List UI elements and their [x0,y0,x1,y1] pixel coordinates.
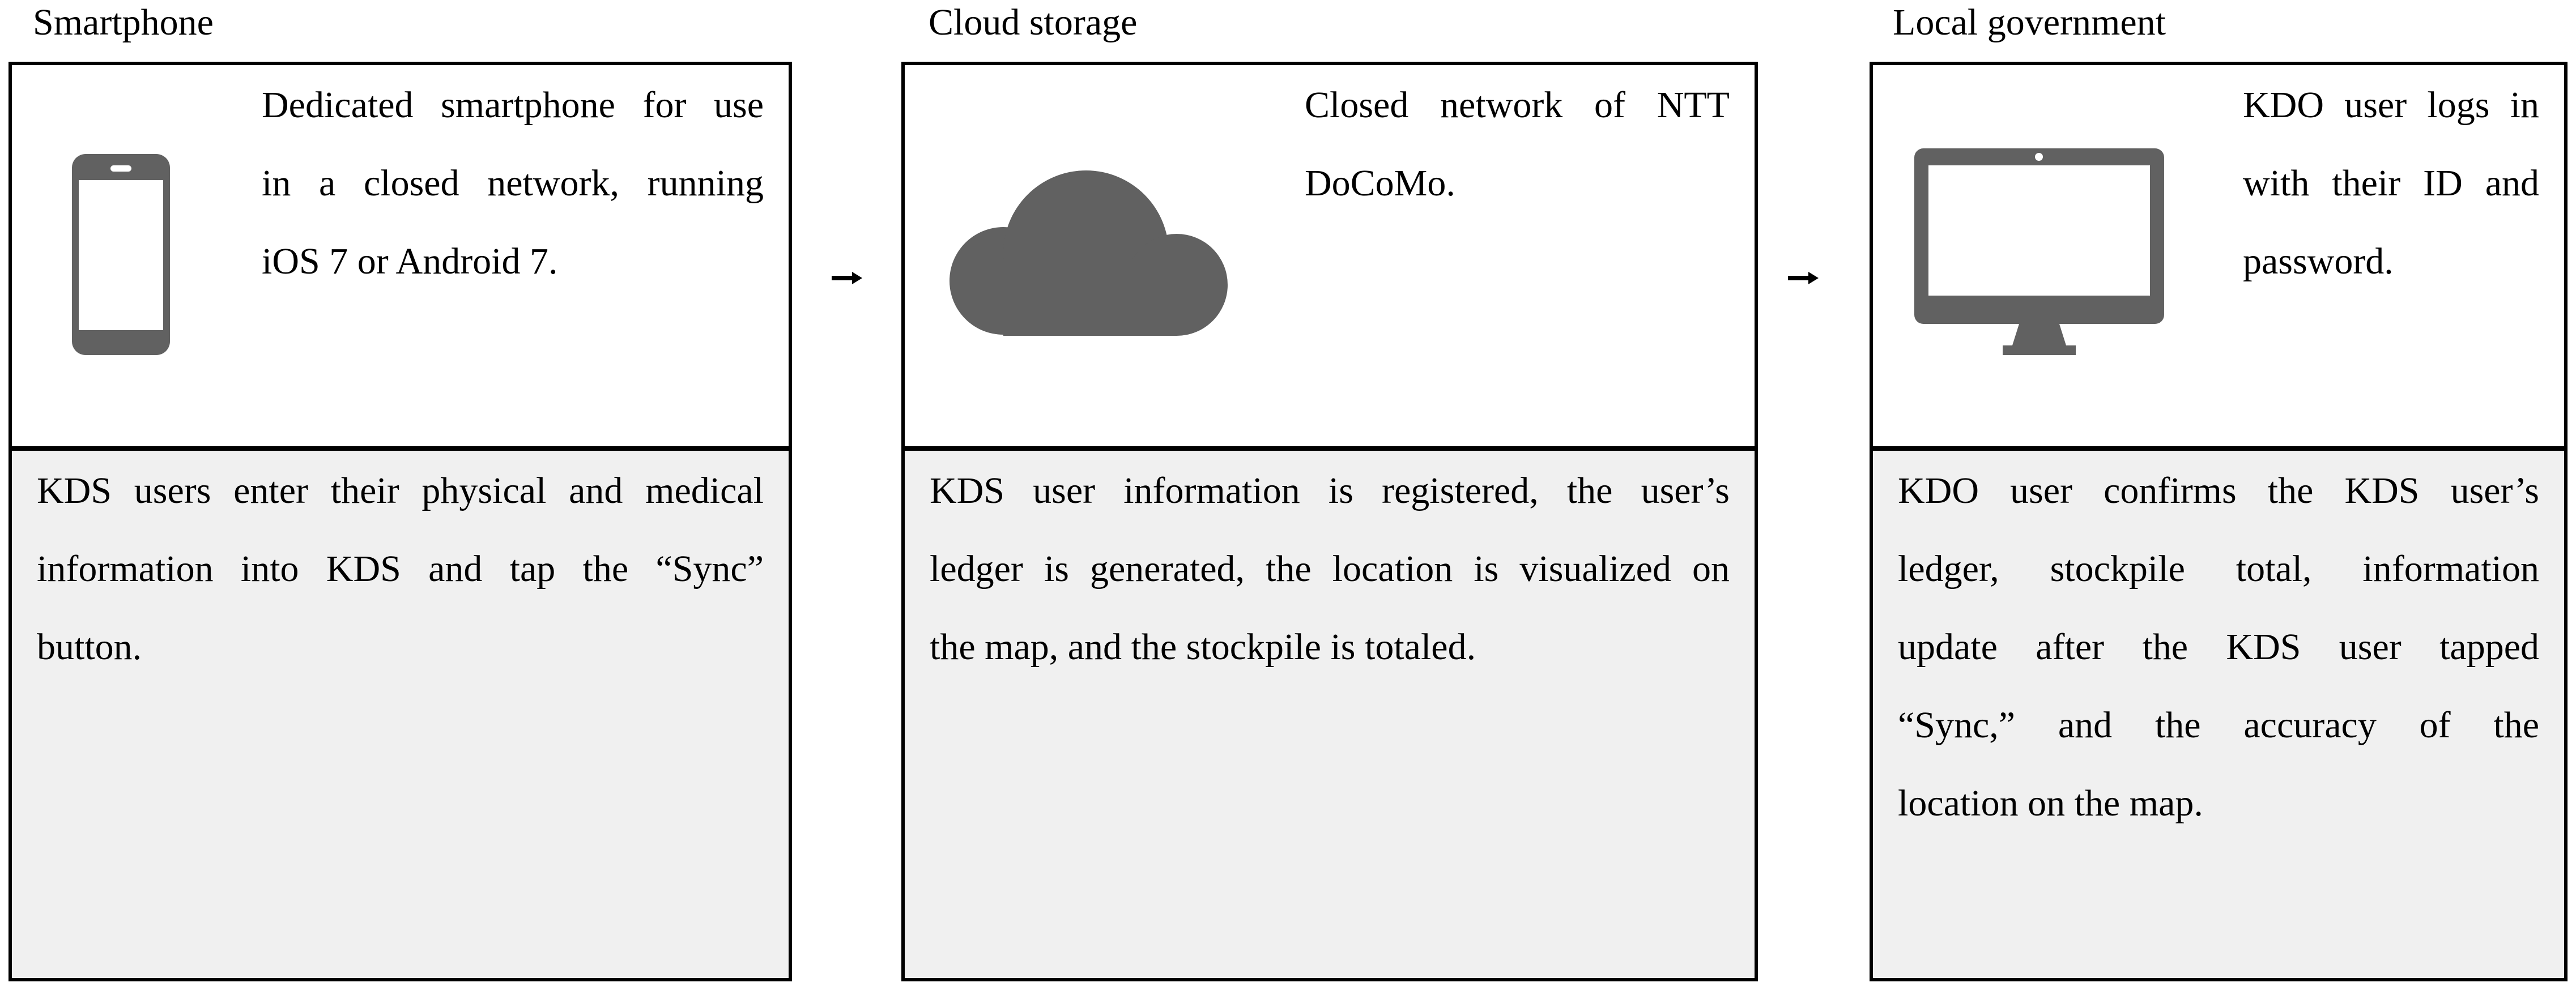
monitor-icon [1914,148,2164,365]
column-title-smartphone: Smartphone [33,2,214,43]
text-line: update after the KDS user tapped [1898,626,2539,668]
text-line: button. [37,626,142,668]
flow-box-local-government: KDO user logs in with their ID and passw… [1870,62,2568,981]
bottom-section: KDO user confirms the KDS user’s ledger,… [1873,446,2564,978]
column-title-local-government: Local government [1893,2,2166,43]
flow-arrow-icon [832,251,862,284]
text-line: the map, and the stockpile is totaled. [930,626,1476,668]
text-line: DoCoMo. [1305,163,1455,204]
bottom-section: KDS user information is registered, the … [905,446,1755,978]
top-section: Closed network of NTT DoCoMo. [905,65,1755,446]
top-section: KDO user logs in with their ID and passw… [1873,65,2564,446]
top-section: Dedicated smartphone for use in a closed… [12,65,789,446]
bottom-section: KDS users enter their physical and medic… [12,446,789,978]
top-description: Closed network of NTT DoCoMo. [1305,66,1730,223]
column-title-cloud-storage: Cloud storage [929,2,1138,43]
text-line: information into KDS and tap the “Sync” [37,548,764,590]
text-line: KDS user information is registered, the … [930,470,1730,511]
text-line: “Sync,” and the accuracy of the [1898,704,2539,746]
text-line: with their ID and [2243,163,2539,204]
smartphone-icon [72,154,170,365]
text-line: KDO user confirms the KDS user’s [1898,470,2539,511]
flow-box-smartphone: Dedicated smartphone for use in a closed… [8,62,792,981]
text-line: KDO user logs in [2243,84,2539,126]
text-line: ledger, stockpile total, information [1898,548,2539,590]
text-line: in a closed network, running [262,163,764,204]
flow-box-cloud-storage: Closed network of NTT DoCoMo. KDS user i… [901,62,1758,981]
text-line: Closed network of NTT [1305,84,1730,126]
top-description: KDO user logs in with their ID and passw… [2243,66,2539,301]
text-line: location on the map. [1898,783,2203,824]
top-description: Dedicated smartphone for use in a closed… [262,66,764,301]
cloud-icon [949,170,1228,345]
text-line: Dedicated smartphone for use [262,84,764,126]
text-line: iOS 7 or Android 7. [262,241,558,282]
text-line: ledger is generated, the location is vis… [930,548,1730,590]
text-line: KDS users enter their physical and medic… [37,470,764,511]
flow-arrow-icon [1788,251,1819,284]
text-line: password. [2243,241,2394,282]
